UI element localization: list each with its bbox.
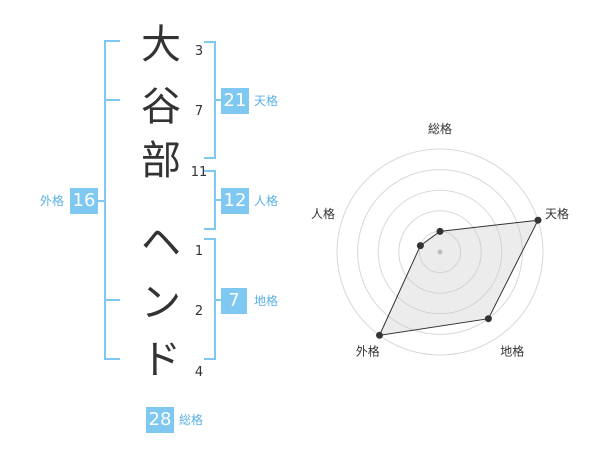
- tenkaku-label: 天格: [254, 94, 279, 108]
- tenkaku-connector: [216, 99, 224, 101]
- name-char: ヘ: [141, 220, 181, 266]
- stroke-count: 7: [194, 104, 204, 119]
- radar-ring: [377, 189, 503, 315]
- gaikaku-connector: [98, 200, 106, 202]
- radar-ring: [336, 148, 544, 356]
- stroke-count: 11: [190, 165, 208, 180]
- radar-center: [437, 249, 443, 255]
- gaikaku-value-badge: 16: [70, 188, 98, 214]
- gaikaku-tick: [104, 299, 120, 301]
- jinkaku-connector: [216, 199, 224, 201]
- radar-point: [416, 242, 424, 250]
- radar-point: [436, 227, 444, 235]
- tenkaku-bracket: [204, 41, 216, 159]
- name-char: 大: [141, 22, 181, 68]
- jinkaku-value-badge: 12: [221, 188, 249, 214]
- radar-axis-label: 人格: [311, 206, 335, 221]
- jinkaku-bracket: [204, 170, 216, 230]
- gaikaku-tick: [104, 99, 120, 101]
- radar-axis-label: 天格: [545, 206, 569, 221]
- radar-axis-label: 外格: [356, 344, 380, 359]
- chikaku-bracket: [204, 238, 216, 360]
- soukaku-label: 総格: [179, 413, 204, 427]
- radar-axis-label: 地格: [500, 344, 524, 359]
- radar-axis-label: 総格: [428, 121, 452, 136]
- stroke-count: 4: [194, 365, 204, 380]
- radar-ring: [398, 210, 482, 294]
- gaikaku-label: 外格: [40, 194, 65, 208]
- chikaku-label: 地格: [254, 294, 279, 308]
- stroke-count: 2: [194, 304, 204, 319]
- radar-point: [376, 331, 383, 339]
- radar-point: [484, 315, 492, 323]
- name-char: ン: [141, 280, 181, 326]
- chikaku-connector: [216, 299, 224, 301]
- chikaku-value-badge: 7: [221, 288, 247, 314]
- radar-point: [534, 216, 542, 224]
- soukaku-value-badge: 28: [146, 407, 174, 433]
- tenkaku-value-badge: 21: [221, 88, 249, 114]
- jinkaku-label: 人格: [254, 194, 279, 208]
- name-char: ド: [141, 337, 181, 383]
- stroke-count: 3: [194, 44, 204, 59]
- stroke-count: 1: [194, 244, 204, 259]
- name-char: 谷: [141, 84, 181, 130]
- radar-area: [378, 219, 539, 336]
- name-char: 部: [141, 138, 181, 184]
